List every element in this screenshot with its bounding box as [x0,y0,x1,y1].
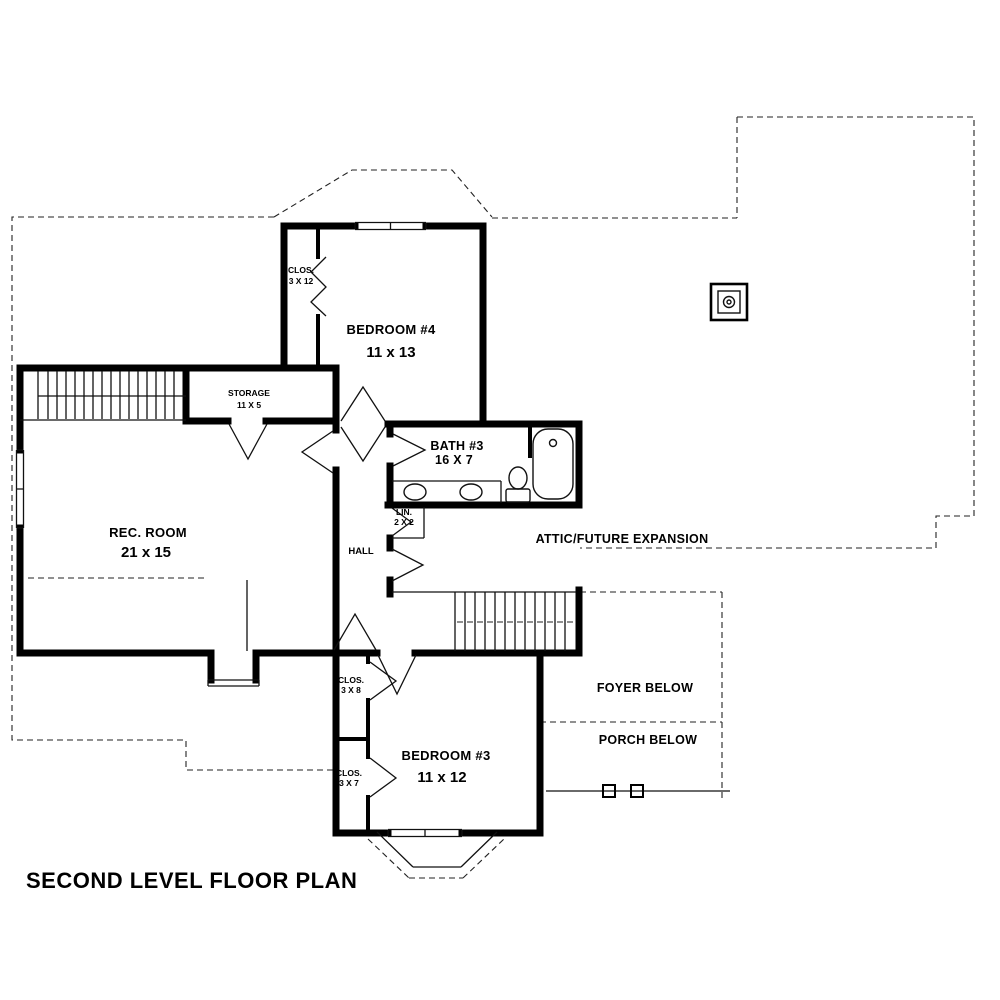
bath3-door-swing [392,433,427,467]
bedroom3-bay-roofline [367,838,505,879]
bedroom4-door-swing [340,385,386,422]
attic-door-swing [391,548,425,582]
bedroom3-door-swing [377,654,417,696]
walls-medium [316,224,532,835]
storage-dims: 11 X 5 [237,400,261,410]
storage-label: STORAGE [228,388,270,398]
hall-door-swing [340,426,386,463]
porch-post-left [602,784,616,798]
closet3x8-label: CLOS. [338,675,364,685]
chimney-inner [717,290,741,314]
closet3x7-dims: 3 X 7 [339,778,359,788]
bedroom4-window [354,221,427,231]
closet3x7-label: CLOS. [336,768,362,778]
recroom-west-window [15,449,25,529]
stairs-upper-treads [47,371,175,419]
closet3x12-label: CLOS. [288,265,314,275]
stairs-lower [392,591,576,651]
attic-label: ATTIC/FUTURE EXPANSION [536,532,709,546]
chimney-flue-outer [722,295,736,309]
bedroom4-dims: 11 x 13 [366,344,415,361]
landing-door-swing [333,612,377,651]
hall-label: HALL [348,546,374,557]
roof-outlines [11,116,975,879]
closet3x7-door-swing [369,757,398,798]
closet3x8-dims: 3 X 8 [341,685,361,695]
foyer-below-outline [540,591,723,800]
bedroom4-label: BEDROOM #4 [347,322,436,337]
porch-label: PORCH BELOW [599,733,697,747]
recroom-dims: 21 x 15 [121,544,171,561]
storage-door-swing [228,423,268,461]
roofline-left-region [11,216,333,771]
toilet-tank [505,488,531,503]
roofline-bedroom4-bay [273,169,493,218]
foyer-label: FOYER BELOW [597,681,693,695]
bath-sink-right [459,483,483,501]
bath-sink-left [403,483,427,501]
bath3-dims: 16 X 7 [435,453,473,467]
doors [228,256,427,798]
walls [16,222,583,837]
linen-door-swing [391,507,413,537]
stairs-lower-treads [464,592,566,651]
bedroom3-label: BEDROOM #3 [402,748,491,763]
closet3x12-dims: 3 X 12 [289,276,314,286]
recroom-bay-window [207,679,260,687]
bedroom3-dims: 11 x 12 [417,769,466,786]
bath3-label: BATH #3 [430,439,483,453]
linen-closet-walls [392,507,425,539]
chimney-outer [709,282,749,322]
recroom-bay-walls [207,649,260,684]
windows [15,221,498,868]
chimney-flue-inner [726,299,732,305]
closet3x8-door-swing [369,661,398,701]
page-title: SECOND LEVEL FLOOR PLAN [26,868,357,893]
toilet-bowl [508,466,528,490]
recroom-label: REC. ROOM [109,525,187,540]
bathtub-drain [548,438,558,448]
fixtures [246,282,749,798]
labels: CLOS. 3 X 12 BEDROOM #4 11 x 13 STORAGE … [26,265,708,893]
linen-label: LIN. [396,507,412,517]
roofline-right-region [492,116,975,549]
linen-dims: 2 X 2 [394,517,414,527]
bedroom3-south-window [387,828,463,838]
recroom-door-swing [300,430,334,474]
closet3x12-bifold-door [310,256,327,317]
bathtub [532,428,574,500]
stairs-upper-edges [20,371,186,421]
bedroom3-bay-window-walls [376,831,498,868]
bath-counter [392,480,502,503]
porch-post-right [630,784,644,798]
stairs-upper [20,371,186,421]
